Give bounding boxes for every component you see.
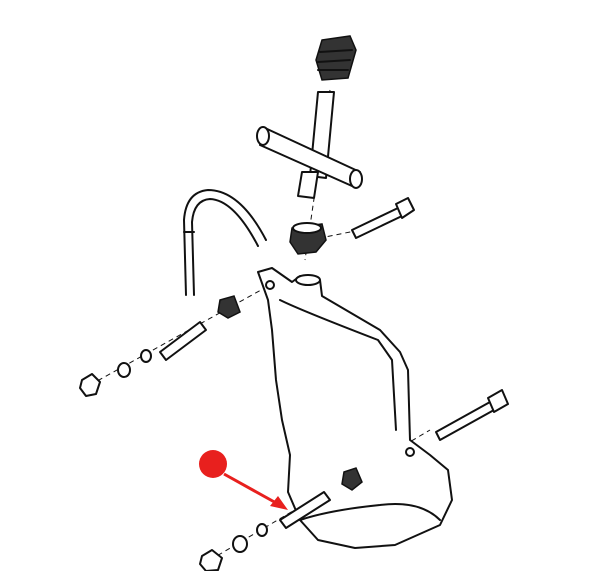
reservoir-tank: [257, 267, 453, 549]
lower-hardware: [199, 467, 363, 571]
red-arrow-shaft: [223, 472, 279, 506]
spacer-sleeve: [279, 491, 331, 529]
red-dot-marker: [199, 450, 227, 478]
lower-bolt: [435, 389, 509, 441]
grommet: [289, 222, 327, 255]
t-fitting: [256, 91, 363, 199]
annotation: [199, 450, 288, 510]
breather-cap: [315, 35, 357, 81]
left-hardware: [79, 295, 241, 397]
hose: [183, 189, 267, 296]
upper-bolt: [351, 197, 415, 239]
red-arrow-head: [270, 496, 288, 510]
